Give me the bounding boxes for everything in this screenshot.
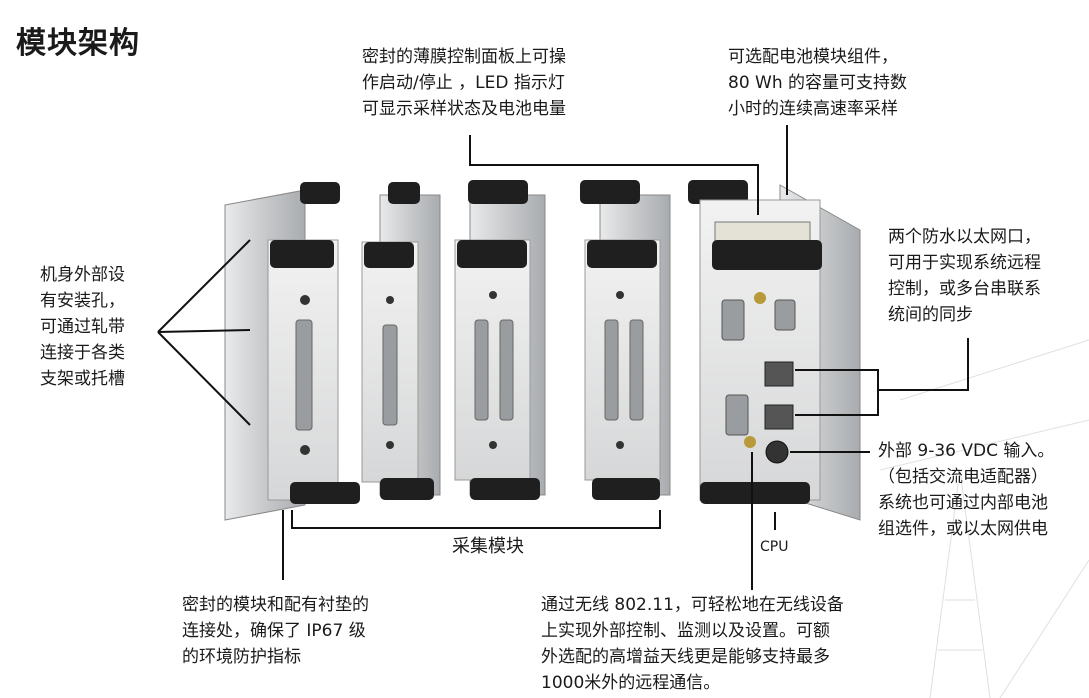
membrane-panel-caption: 密封的薄膜控制面板上可操 作启动/停止 ，LED 指示灯 可显示采样状态及电池电… xyxy=(362,47,566,119)
ethernet-ports-caption: 两个防水以太网口， 可用于实现系统远程 控制，或多台串联系 统间的同步 xyxy=(888,227,1041,325)
module-4 xyxy=(580,180,671,500)
mounting-holes-caption: 机身外部设 有安装孔， 可通过轧带 连接于各类 支架或托槽 xyxy=(40,265,125,389)
battery-module-caption: 可选配电池模块组件， 80 Wh 的容量可支持数 小时的连续高速率采样 xyxy=(728,47,908,119)
page-title: 模块架构 xyxy=(16,26,140,61)
wireless-caption: 通过无线 802.11，可轻松地在无线设备 上实现外部控制、监测以及设置。可额 … xyxy=(541,595,844,693)
module-2 xyxy=(361,182,441,500)
power-input-caption: 外部 9-36 VDC 输入。 （包括交流电适配器） 系统也可通过内部电池 组选… xyxy=(878,441,1055,539)
cpu-label: CPU xyxy=(760,539,789,555)
leader-lines xyxy=(157,125,969,590)
module-1 xyxy=(224,182,360,521)
sealed-modules-caption: 密封的模块和配有衬垫的 连接处，确保了 IP67 级 的环境防护指标 xyxy=(182,595,369,667)
cpu-module xyxy=(688,180,861,521)
module-3 xyxy=(454,180,546,500)
acquisition-modules-label: 采集模块 xyxy=(452,536,524,557)
